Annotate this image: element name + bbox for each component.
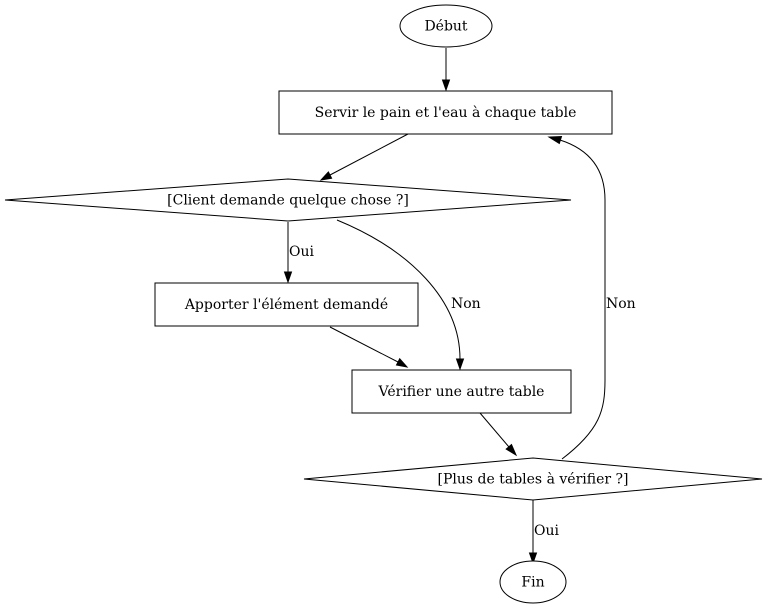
arrow-servir-to-client (319, 171, 333, 181)
edge-apporter-to-verifier (329, 326, 399, 363)
edge-label-client-oui: Oui (289, 244, 314, 260)
start-ellipse (399, 4, 493, 48)
arrow-apporter-to-verifier (395, 357, 409, 368)
node-plus-tables-label: [Plus de tables à vérifier ?] (438, 471, 629, 488)
decision-diamond (4, 178, 572, 222)
decision-diamond (303, 457, 763, 501)
node-plus-tables: [Plus de tables à vérifier ?] (303, 457, 763, 501)
node-apporter-label: Apporter l'élément demandé (184, 297, 388, 313)
node-debut: Début (399, 4, 493, 48)
arrow-verifier-to-plus (505, 443, 518, 457)
end-ellipse (499, 560, 567, 604)
node-verifier-label: Vérifier une autre table (378, 384, 545, 400)
node-client-demande: [Client demande quelque chose ?] (4, 178, 572, 222)
process-box (278, 90, 613, 135)
arrow-plus-to-fin (528, 552, 538, 565)
arrow-debut-to-servir (441, 79, 451, 92)
arrow-plus-to-servir (547, 135, 563, 145)
process-box (351, 369, 572, 414)
node-debut-label: Début (424, 19, 467, 35)
node-fin: Fin (499, 560, 567, 604)
node-apporter: Apporter l'élément demandé (154, 282, 419, 327)
edge-client-to-verifier (336, 219, 461, 360)
edge-plus-to-servir (559, 139, 606, 460)
process-box (154, 282, 419, 327)
edge-label-plus-oui: Oui (534, 523, 559, 539)
arrow-client-to-verifier (455, 358, 465, 371)
node-client-demande-label: [Client demande quelque chose ?] (167, 193, 409, 209)
node-servir-label: Servir le pain et l'eau à chaque table (315, 104, 577, 121)
edge-verifier-to-plus (479, 412, 510, 448)
node-verifier: Vérifier une autre table (351, 369, 572, 414)
edge-label-plus-non: Non (606, 296, 636, 312)
arrow-client-to-apporter (283, 271, 293, 284)
edge-servir-to-client (329, 133, 409, 176)
node-servir: Servir le pain et l'eau à chaque table (278, 90, 613, 135)
edge-label-client-non: Non (451, 296, 481, 312)
node-fin-label: Fin (521, 575, 544, 591)
